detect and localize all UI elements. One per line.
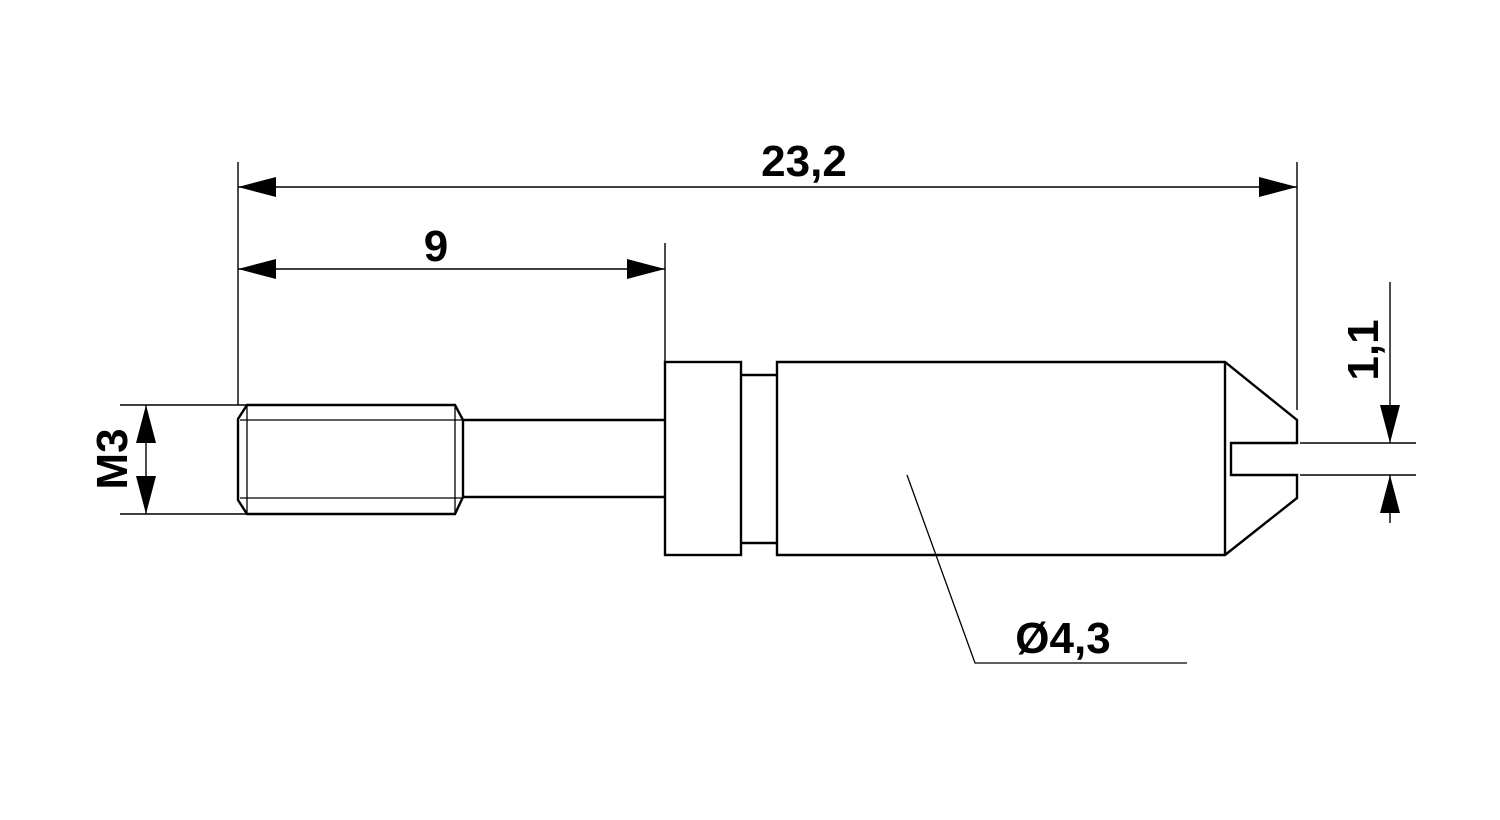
arrowhead-right xyxy=(627,259,665,279)
overall-length-label: 23,2 xyxy=(761,137,847,186)
slot-width-label: 1,1 xyxy=(1339,319,1388,380)
leader-line xyxy=(906,474,1187,664)
arrowhead-bottom xyxy=(136,476,156,514)
diameter-label: Ø4,3 xyxy=(1015,614,1110,663)
groove xyxy=(741,373,777,545)
collar xyxy=(663,360,743,557)
thread-size-label: M3 xyxy=(88,428,137,489)
dimension-thread-size: M3 xyxy=(88,404,247,515)
arrowhead-top xyxy=(136,405,156,443)
dimension-thread-length: 9 xyxy=(238,222,666,362)
thread-length-label: 9 xyxy=(424,222,448,271)
arrowhead-left xyxy=(238,177,276,197)
arrowhead-up xyxy=(1380,475,1400,513)
arrowhead-down xyxy=(1380,405,1400,443)
dimension-diameter: Ø4,3 xyxy=(906,474,1187,664)
arrowhead-right xyxy=(1259,177,1297,197)
pin-part xyxy=(236,360,1299,557)
dimension-overall-length: 23,2 xyxy=(237,137,1298,410)
arrowhead-left xyxy=(238,259,276,279)
main-body xyxy=(775,360,1299,557)
dimension-slot-width: 1,1 xyxy=(1300,282,1416,523)
